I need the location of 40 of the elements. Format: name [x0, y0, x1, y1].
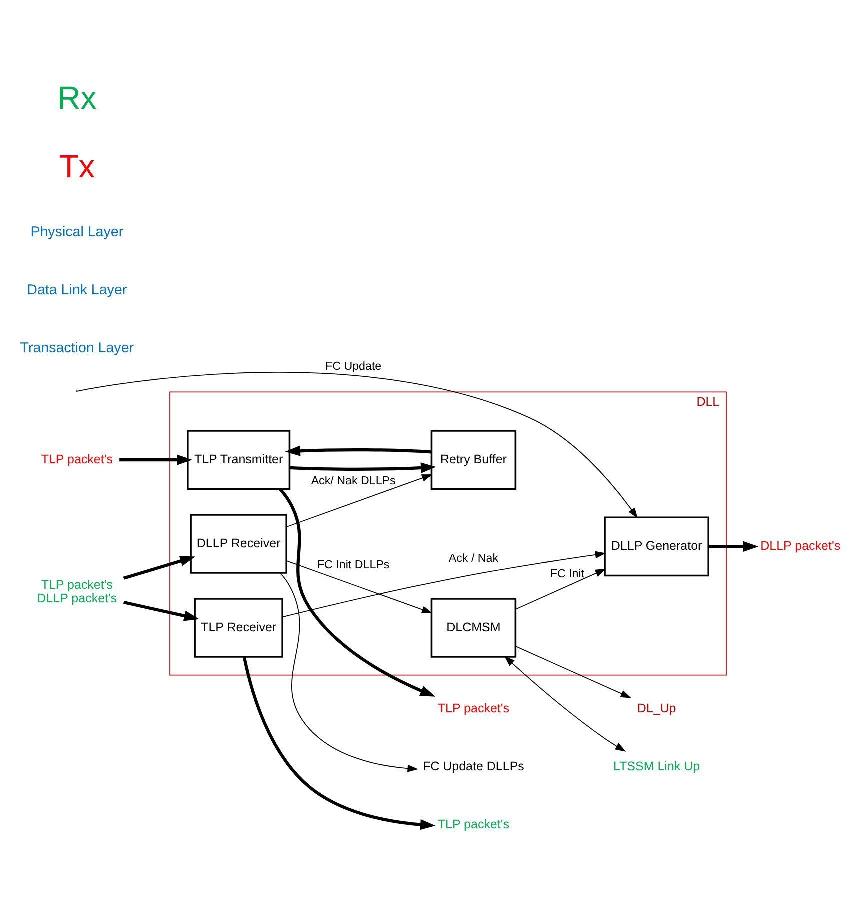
label: Data Link Layer [27, 282, 128, 298]
arrow [286, 560, 433, 614]
arrow [123, 556, 196, 580]
node-box: DLLP Generator [604, 516, 710, 576]
label: Tx [59, 148, 96, 184]
label: Rx [58, 79, 97, 116]
node-text: DLLP packet's [760, 538, 841, 552]
node-text: TLP packet's [438, 701, 510, 716]
arrow [515, 645, 632, 698]
edge-label: Ack/ Nak DLLPs [311, 474, 396, 488]
arrow [124, 600, 200, 621]
node-text: FC Update DLLPs [422, 759, 524, 774]
edge-label: FC Init DLLPs [317, 558, 390, 571]
node-text: LTSSM Link Up [614, 759, 700, 774]
node-box: DLLP Receiver [190, 514, 288, 574]
node-text: TLP packet's [438, 817, 510, 832]
arrow [515, 568, 606, 610]
arrow [282, 550, 606, 618]
arrow [504, 656, 626, 752]
arrow [708, 540, 759, 552]
edge-label: FC Init [550, 566, 585, 580]
node-box: TLP Transmitter [187, 430, 291, 490]
node-text: TLP packet's DLLP packet's [37, 577, 118, 605]
arrow [290, 462, 436, 473]
arrow [120, 454, 192, 465]
node-box: TLP Receiver [194, 598, 284, 658]
node-box: DLCMSM [430, 598, 517, 658]
arrow [280, 572, 418, 772]
node-text: TLP packet's [41, 452, 113, 466]
arrow [286, 474, 433, 528]
node-box: Retry Buffer [430, 430, 517, 490]
arrow [285, 445, 432, 456]
edge-label: FC Update [326, 360, 382, 373]
label: Transaction Layer [20, 340, 134, 356]
edge-label: Ack / Nak [448, 552, 499, 565]
arrow [242, 656, 436, 830]
node-text: DL_Up [637, 701, 676, 716]
label: Physical Layer [30, 224, 124, 240]
arrow [78, 372, 638, 518]
arrow [278, 488, 436, 696]
